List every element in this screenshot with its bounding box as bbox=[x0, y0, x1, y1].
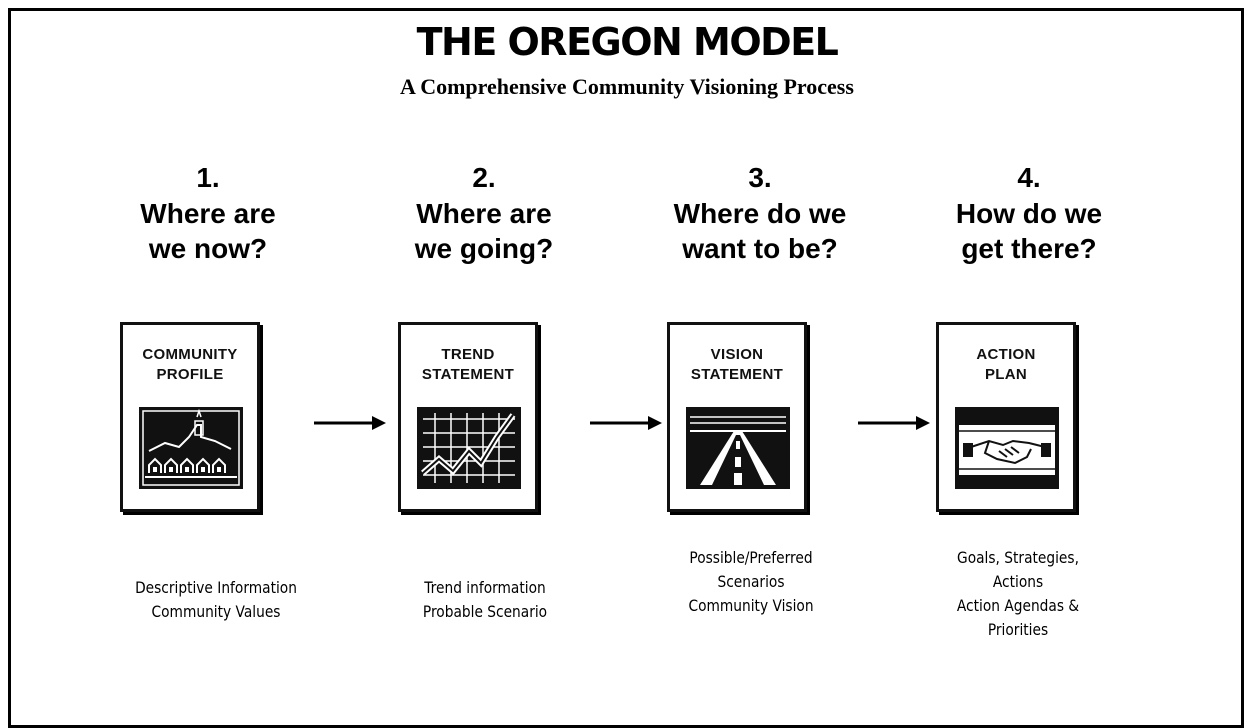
diagram-title: THE OREGON MODEL bbox=[416, 20, 839, 64]
arrow-right-icon bbox=[590, 416, 662, 430]
step-2-number: 2. bbox=[472, 162, 496, 193]
diagram-subtitle: A Comprehensive Community Visioning Proc… bbox=[400, 74, 854, 99]
arrow-right-icon bbox=[314, 416, 386, 430]
step-1-number: 1. bbox=[196, 162, 220, 193]
arrow-right-icon bbox=[858, 416, 930, 430]
trend-chart-icon bbox=[417, 407, 521, 489]
step-4-number: 4. bbox=[1017, 162, 1041, 193]
road-horizon-icon bbox=[686, 407, 790, 489]
village-icon bbox=[139, 407, 243, 489]
handshake-icon bbox=[955, 407, 1059, 489]
step-3-number: 3. bbox=[748, 162, 772, 193]
